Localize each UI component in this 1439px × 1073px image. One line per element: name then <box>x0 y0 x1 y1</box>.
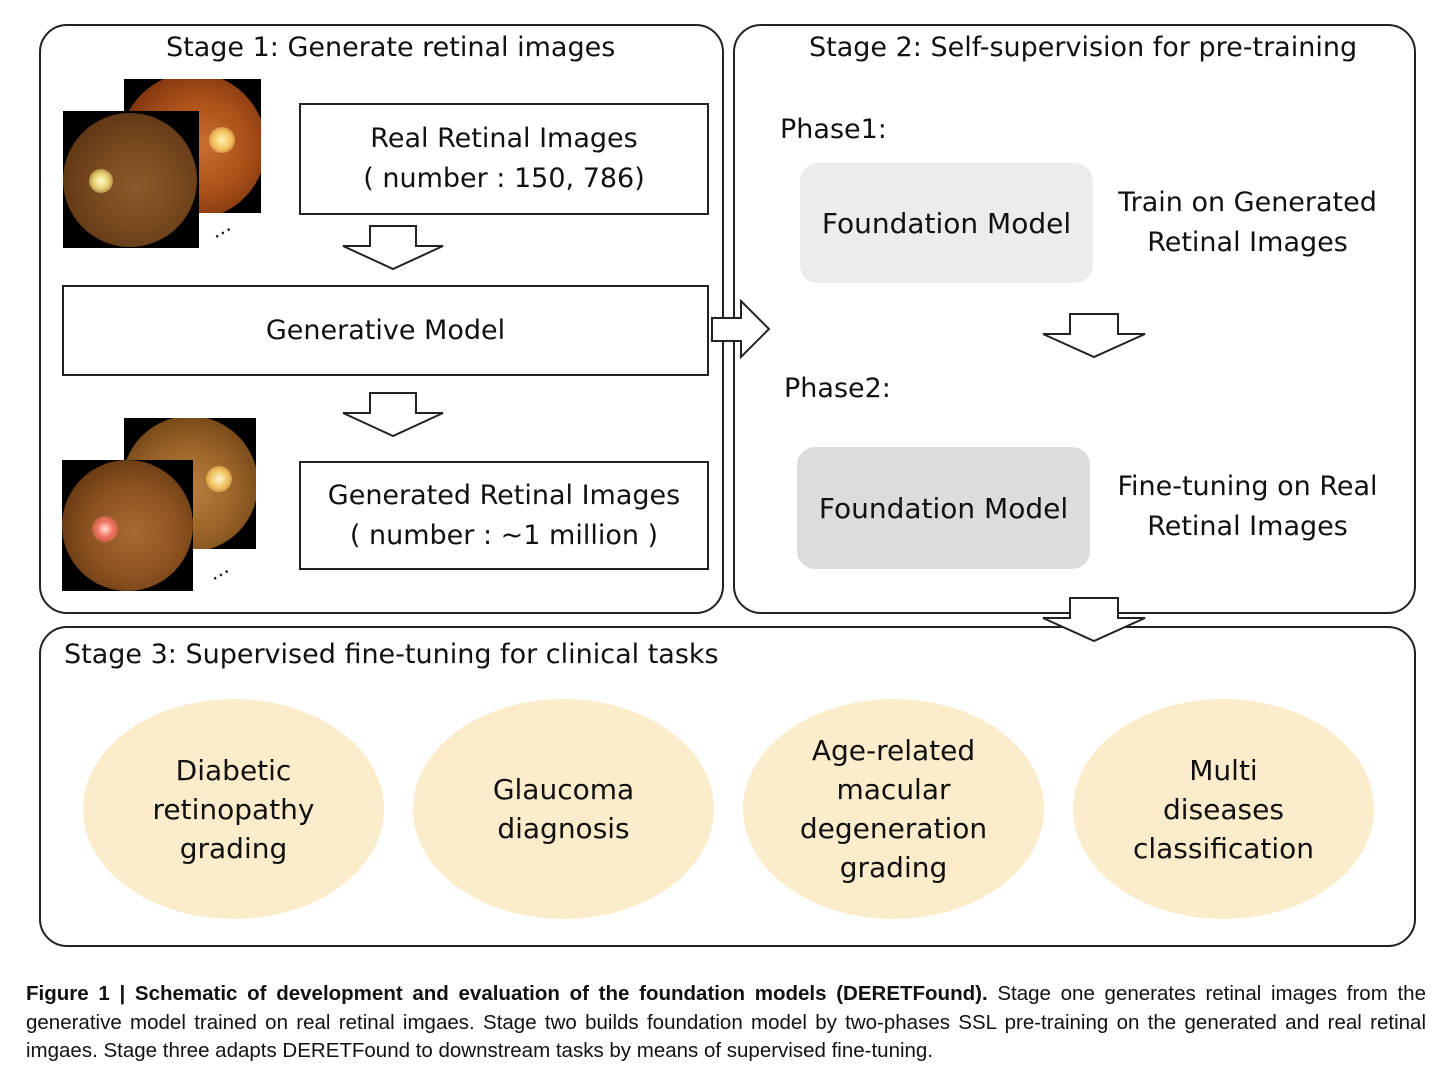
down-arrow-phase1-to-phase2 <box>1042 313 1146 359</box>
stage1-title: Stage 1: Generate retinal images <box>166 32 616 63</box>
task-line: retinopathy <box>152 792 315 826</box>
phase1-note: Train on Generated Retinal Images <box>1105 183 1390 263</box>
task-line: Diabetic <box>175 753 292 787</box>
stage2-title: Stage 2: Self-supervision for pre-traini… <box>809 32 1358 63</box>
task-line: macular <box>836 773 951 806</box>
phase2-foundation-model-label: Foundation Model <box>818 491 1069 525</box>
down-arrow-2 <box>342 392 444 438</box>
task-line: degeneration <box>799 812 988 845</box>
generated-retinal-images-box: Generated Retinal Images ( number : ~1 m… <box>299 461 709 570</box>
right-arrow-stage1-to-stage2 <box>711 298 771 360</box>
down-arrow-stage2-to-stage3 <box>1042 597 1146 643</box>
real-retinal-images-box: Real Retinal Images ( number : 150, 786) <box>299 103 709 215</box>
real-box-line2: ( number : 150, 786) <box>363 163 645 194</box>
generated-fundus-image-front <box>62 460 193 591</box>
real-fundus-image-front <box>63 111 199 248</box>
phase2-note-line1: Fine-tuning on Real <box>1117 471 1378 502</box>
phase2-note: Fine-tuning on Real Retinal Images <box>1105 467 1390 547</box>
task-line: grading <box>839 851 948 884</box>
stage3-panel <box>39 626 1416 947</box>
phase1-foundation-model-box: Foundation Model <box>800 163 1093 283</box>
task-line: Multi <box>1189 753 1258 787</box>
task-line: diseases <box>1163 792 1284 826</box>
phase1-foundation-model-label: Foundation Model <box>821 206 1072 240</box>
phase2-foundation-model-box: Foundation Model <box>797 447 1090 569</box>
task-line: classification <box>1132 831 1315 865</box>
stage3-title: Stage 3: Supervised fine-tuning for clin… <box>64 639 719 670</box>
task-amd-grading: Age-related macular degeneration grading <box>743 699 1044 919</box>
task-line: Glaucoma <box>492 773 635 806</box>
phase2-label: Phase2: <box>784 373 891 404</box>
figure-caption: Figure 1 | Schematic of development and … <box>26 980 1426 1066</box>
task-line: diagnosis <box>497 812 630 845</box>
generative-model-box: Generative Model <box>62 285 709 376</box>
phase1-label: Phase1: <box>780 114 887 145</box>
phase2-note-line2: Retinal Images <box>1147 511 1348 542</box>
task-multi-disease: Multi diseases classification <box>1073 699 1374 919</box>
generated-box-line1: Generated Retinal Images <box>327 479 681 511</box>
caption-bold: Figure 1 | Schematic of development and … <box>26 982 988 1005</box>
phase1-note-line1: Train on Generated <box>1118 187 1377 218</box>
real-box-line1: Real Retinal Images <box>370 123 638 154</box>
caption-text: Stage one generates retinal images from … <box>26 982 1426 1062</box>
task-line: Age-related <box>811 734 976 767</box>
task-glaucoma: Glaucoma diagnosis <box>413 699 714 919</box>
task-line: grading <box>179 831 288 865</box>
phase1-note-line2: Retinal Images <box>1147 227 1348 258</box>
down-arrow-1 <box>342 225 444 271</box>
generative-model-label: Generative Model <box>265 314 506 346</box>
generated-box-line2: ( number : ~1 million ) <box>349 519 659 551</box>
task-diabetic-retinopathy: Diabetic retinopathy grading <box>83 699 384 919</box>
